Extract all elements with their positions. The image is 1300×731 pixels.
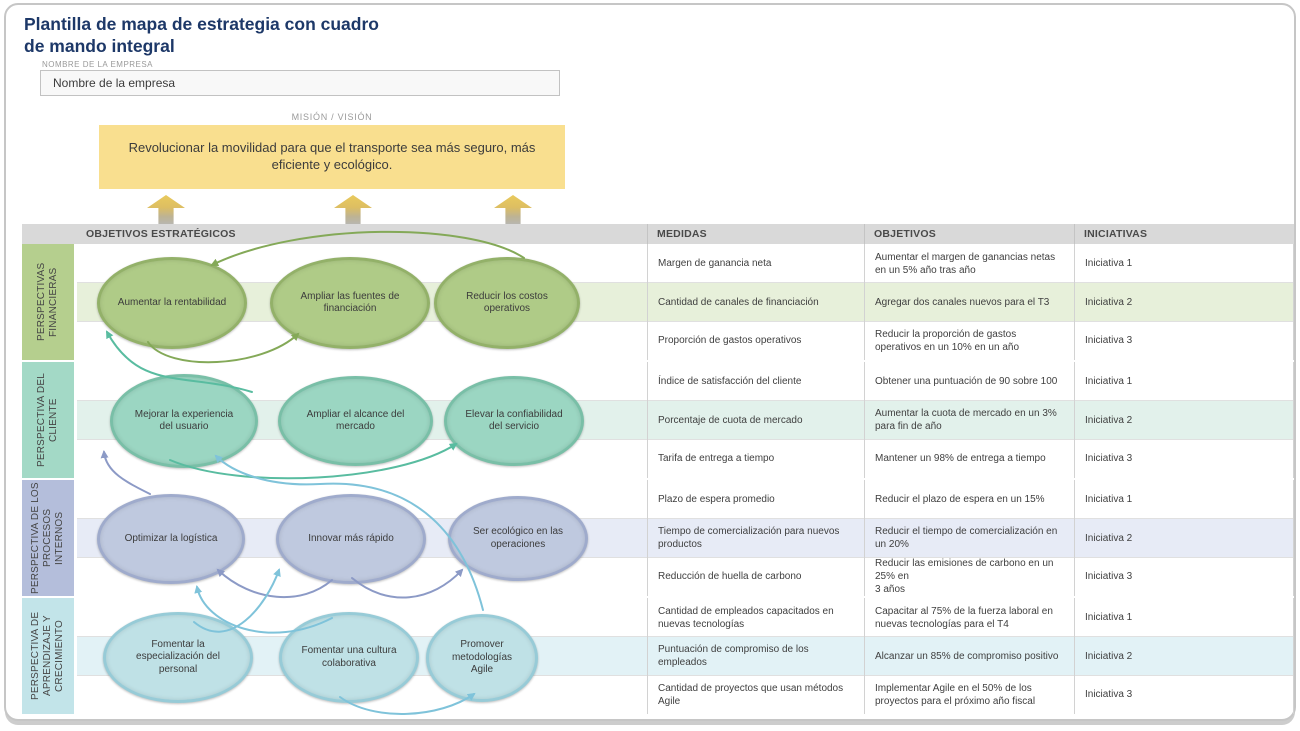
row-divider bbox=[77, 518, 1294, 519]
initiative-cell[interactable]: Iniciativa 2 bbox=[1085, 532, 1133, 544]
objective-ellipse[interactable]: Optimizar la logística bbox=[97, 494, 245, 584]
initiative-cell[interactable]: Iniciativa 3 bbox=[1085, 571, 1133, 582]
measure-cell[interactable]: Plazo de espera promedio bbox=[658, 494, 775, 505]
table-header: OBJETIVOS ESTRATÉGICOS MEDIDAS OBJETIVOS… bbox=[22, 224, 1294, 244]
measure-cell[interactable]: Índice de satisfacción del cliente bbox=[658, 376, 802, 387]
column-divider bbox=[864, 598, 865, 714]
row-divider bbox=[77, 439, 1294, 440]
target-cell[interactable]: Reducir las emisiones de carbono en un 2… bbox=[875, 558, 1054, 595]
perspective-label-financial: PERSPECTIVAS FINANCIERAS bbox=[22, 244, 74, 360]
row-divider bbox=[77, 557, 1294, 558]
company-name-value: Nombre de la empresa bbox=[53, 76, 176, 90]
measure-cell[interactable]: Puntuación de compromiso de los empleado… bbox=[658, 644, 809, 668]
measure-cell[interactable]: Tiempo de comercialización para nuevos p… bbox=[658, 526, 840, 550]
objective-ellipse[interactable]: Promover metodologías Agile bbox=[426, 614, 538, 702]
up-arrow-icon bbox=[494, 195, 532, 226]
initiative-cell[interactable]: Iniciativa 3 bbox=[1085, 335, 1133, 346]
objective-ellipse[interactable]: Ser ecológico en las operaciones bbox=[448, 496, 588, 581]
target-cell[interactable]: Agregar dos canales nuevos para el T3 bbox=[875, 296, 1050, 308]
objective-ellipse[interactable]: Ampliar el alcance del mercado bbox=[278, 376, 433, 466]
objective-ellipse[interactable]: Ampliar las fuentes de financiación bbox=[270, 257, 430, 349]
header-divider bbox=[1074, 224, 1075, 244]
column-divider bbox=[1074, 480, 1075, 596]
up-arrow-icon bbox=[334, 195, 372, 226]
mission-vision-box[interactable]: Revolucionar la movilidad para que el tr… bbox=[99, 125, 565, 189]
initiative-cell[interactable]: Iniciativa 1 bbox=[1085, 258, 1133, 269]
company-name-label: NOMBRE DE LA EMPRESA bbox=[42, 60, 153, 69]
perspective-label-internal: PERSPECTIVA DE LOS PROCESOS INTERNOS bbox=[22, 480, 74, 596]
column-divider bbox=[647, 362, 648, 478]
column-divider bbox=[1293, 362, 1294, 478]
measure-cell[interactable]: Reducción de huella de carbono bbox=[658, 571, 802, 582]
initiative-cell[interactable]: Iniciativa 1 bbox=[1085, 612, 1133, 623]
section-financial: PERSPECTIVAS FINANCIERAS Aumentar la ren… bbox=[22, 244, 1294, 360]
objective-ellipse[interactable]: Aumentar la rentabilidad bbox=[97, 257, 247, 349]
initiative-cell[interactable]: Iniciativa 2 bbox=[1085, 414, 1133, 426]
template-panel: Plantilla de mapa de estrategia con cuad… bbox=[4, 3, 1296, 721]
column-divider bbox=[647, 244, 648, 360]
header-targets: OBJETIVOS bbox=[874, 228, 936, 240]
row-divider bbox=[77, 321, 1294, 322]
target-cell[interactable]: Implementar Agile en el 50% de los proye… bbox=[875, 682, 1036, 707]
row-divider bbox=[77, 282, 1294, 283]
column-divider bbox=[647, 480, 648, 596]
column-divider bbox=[864, 362, 865, 478]
initiative-cell[interactable]: Iniciativa 2 bbox=[1085, 296, 1133, 308]
target-cell[interactable]: Aumentar el margen de ganancias netas en… bbox=[875, 251, 1056, 276]
column-divider bbox=[647, 598, 648, 714]
objective-ellipse[interactable]: Innovar más rápido bbox=[276, 494, 426, 584]
header-measures: MEDIDAS bbox=[657, 228, 707, 240]
column-divider bbox=[1074, 244, 1075, 360]
objective-ellipse[interactable]: Fomentar la especialización del personal bbox=[103, 612, 253, 703]
objective-ellipse[interactable]: Mejorar la experiencia del usuario bbox=[110, 374, 258, 468]
page-title: Plantilla de mapa de estrategia con cuad… bbox=[24, 14, 379, 56]
initiative-cell[interactable]: Iniciativa 1 bbox=[1085, 376, 1133, 387]
column-divider bbox=[864, 480, 865, 596]
mission-text: Revolucionar la movilidad para que el tr… bbox=[128, 140, 536, 172]
section-customer: PERSPECTIVA DEL CLIENTE Mejorar la exper… bbox=[22, 362, 1294, 478]
target-cell[interactable]: Reducir la proporción de gastos operativ… bbox=[875, 328, 1019, 353]
measure-cell[interactable]: Proporción de gastos operativos bbox=[658, 335, 802, 346]
mission-vision-label: MISIÓN / VISIÓN bbox=[291, 112, 373, 122]
initiative-cell[interactable]: Iniciativa 3 bbox=[1085, 453, 1133, 464]
row-divider bbox=[77, 675, 1294, 676]
perspective-label-learning: PERSPECTIVA DE APRENDIZAJE Y CRECIMIENTO bbox=[22, 598, 74, 714]
objective-ellipse[interactable]: Fomentar una cultura colaborativa bbox=[279, 612, 419, 703]
target-cell[interactable]: Alcanzar un 85% de compromiso positivo bbox=[875, 650, 1059, 662]
target-cell[interactable]: Mantener un 98% de entrega a tiempo bbox=[875, 453, 1046, 464]
company-name-input[interactable]: Nombre de la empresa bbox=[40, 70, 560, 96]
objective-ellipse[interactable]: Reducir los costos operativos bbox=[434, 257, 580, 349]
initiative-cell[interactable]: Iniciativa 2 bbox=[1085, 650, 1133, 662]
target-cell[interactable]: Reducir el tiempo de comercialización en… bbox=[875, 526, 1058, 550]
header-divider bbox=[864, 224, 865, 244]
column-divider bbox=[1293, 244, 1294, 360]
objective-ellipse[interactable]: Elevar la confiabilidad del servicio bbox=[444, 376, 584, 466]
column-divider bbox=[864, 244, 865, 360]
measure-cell[interactable]: Cantidad de empleados capacitados en nue… bbox=[658, 605, 834, 630]
header-strategic-objectives: OBJETIVOS ESTRATÉGICOS bbox=[86, 228, 236, 240]
measure-cell[interactable]: Margen de ganancia neta bbox=[658, 258, 772, 269]
target-cell[interactable]: Obtener una puntuación de 90 sobre 100 bbox=[875, 376, 1058, 387]
column-divider bbox=[1293, 480, 1294, 596]
measure-cell[interactable]: Porcentaje de cuota de mercado bbox=[658, 414, 803, 426]
target-cell[interactable]: Aumentar la cuota de mercado en un 3% pa… bbox=[875, 408, 1057, 432]
up-arrow-icon bbox=[147, 195, 185, 226]
row-divider bbox=[77, 636, 1294, 637]
initiative-cell[interactable]: Iniciativa 3 bbox=[1085, 689, 1133, 700]
measure-cell[interactable]: Cantidad de proyectos que usan métodos A… bbox=[658, 682, 844, 707]
measure-cell[interactable]: Tarifa de entrega a tiempo bbox=[658, 453, 775, 464]
column-divider bbox=[1074, 362, 1075, 478]
perspective-label-customer: PERSPECTIVA DEL CLIENTE bbox=[22, 362, 74, 478]
section-internal-process: PERSPECTIVA DE LOS PROCESOS INTERNOS Opt… bbox=[22, 480, 1294, 596]
target-cell[interactable]: Capacitar al 75% de la fuerza laboral en… bbox=[875, 605, 1053, 630]
row-divider bbox=[77, 400, 1294, 401]
header-divider bbox=[647, 224, 648, 244]
section-learning-growth: PERSPECTIVA DE APRENDIZAJE Y CRECIMIENTO… bbox=[22, 598, 1294, 714]
target-cell[interactable]: Reducir el plazo de espera en un 15% bbox=[875, 494, 1045, 505]
header-initiatives: INICIATIVAS bbox=[1084, 228, 1148, 240]
initiative-cell[interactable]: Iniciativa 1 bbox=[1085, 494, 1133, 505]
measure-cell[interactable]: Cantidad de canales de financiación bbox=[658, 296, 819, 308]
column-divider bbox=[1293, 598, 1294, 714]
column-divider bbox=[1074, 598, 1075, 714]
